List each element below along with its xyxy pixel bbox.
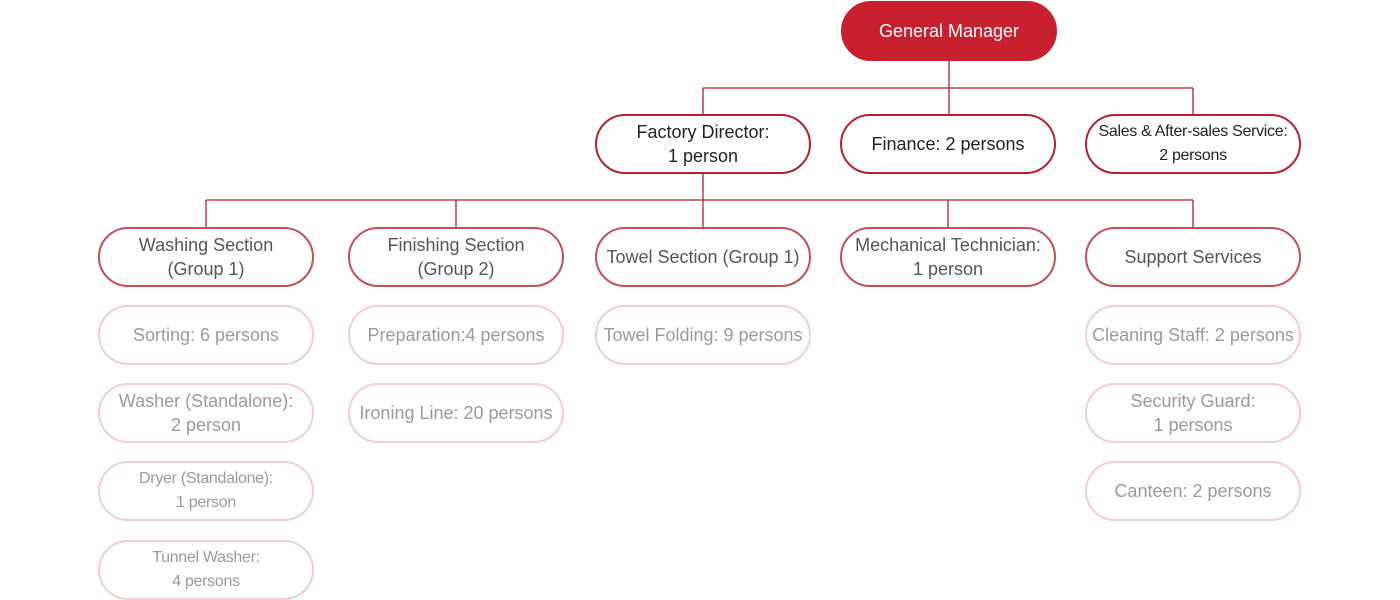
- cleaning-staff-label: Cleaning Staff: 2 persons: [1092, 325, 1294, 345]
- factory-director-label: Factory Director: 1 person: [636, 122, 770, 166]
- ironing-line-label: Ironing Line: 20 persons: [359, 403, 553, 423]
- dryer-standalone-node: Dryer (Standalone): 1 person: [98, 461, 314, 521]
- mechanical-technician-node: Mechanical Technician: 1 person: [840, 227, 1056, 287]
- support-services-label: Support Services: [1124, 247, 1262, 267]
- cleaning-staff-node: Cleaning Staff: 2 persons: [1085, 305, 1301, 365]
- general-manager-node: General Manager: [841, 1, 1057, 61]
- finishing-section-label: Finishing Section (Group 2): [387, 235, 525, 279]
- preparation-label: Preparation:4 persons: [367, 325, 545, 345]
- security-guard-node: Security Guard: 1 persons: [1085, 383, 1301, 443]
- washer-standalone-node: Washer (Standalone): 2 person: [98, 383, 314, 443]
- dryer-standalone-label: Dryer (Standalone): 1 person: [139, 470, 273, 511]
- sales-label: Sales & After-sales Service: 2 persons: [1098, 123, 1288, 164]
- towel-folding-label: Towel Folding: 9 persons: [603, 325, 803, 345]
- tunnel-washer-node: Tunnel Washer: 4 persons: [98, 540, 314, 600]
- washing-section-label: Washing Section (Group 1): [138, 235, 274, 279]
- mechanical-technician-label: Mechanical Technician: 1 person: [855, 235, 1041, 279]
- tunnel-washer-label: Tunnel Washer: 4 persons: [152, 549, 260, 590]
- finishing-section-node: Finishing Section (Group 2): [348, 227, 564, 287]
- sorting-node: Sorting: 6 persons: [98, 305, 314, 365]
- finance-label: Finance: 2 persons: [871, 134, 1025, 154]
- support-services-node: Support Services: [1085, 227, 1301, 287]
- general-manager-label: General Manager: [878, 21, 1020, 41]
- security-guard-label: Security Guard: 1 persons: [1130, 391, 1256, 435]
- washing-section-node: Washing Section (Group 1): [98, 227, 314, 287]
- canteen-label: Canteen: 2 persons: [1114, 481, 1272, 501]
- sales-node: Sales & After-sales Service: 2 persons: [1085, 114, 1301, 174]
- canteen-node: Canteen: 2 persons: [1085, 461, 1301, 521]
- towel-section-node: Towel Section (Group 1): [595, 227, 811, 287]
- sorting-label: Sorting: 6 persons: [132, 325, 280, 345]
- factory-director-node: Factory Director: 1 person: [595, 114, 811, 174]
- finance-node: Finance: 2 persons: [840, 114, 1056, 174]
- towel-section-label: Towel Section (Group 1): [606, 247, 800, 267]
- preparation-node: Preparation:4 persons: [348, 305, 564, 365]
- towel-folding-node: Towel Folding: 9 persons: [595, 305, 811, 365]
- washer-standalone-label: Washer (Standalone): 2 person: [118, 391, 294, 435]
- ironing-line-node: Ironing Line: 20 persons: [348, 383, 564, 443]
